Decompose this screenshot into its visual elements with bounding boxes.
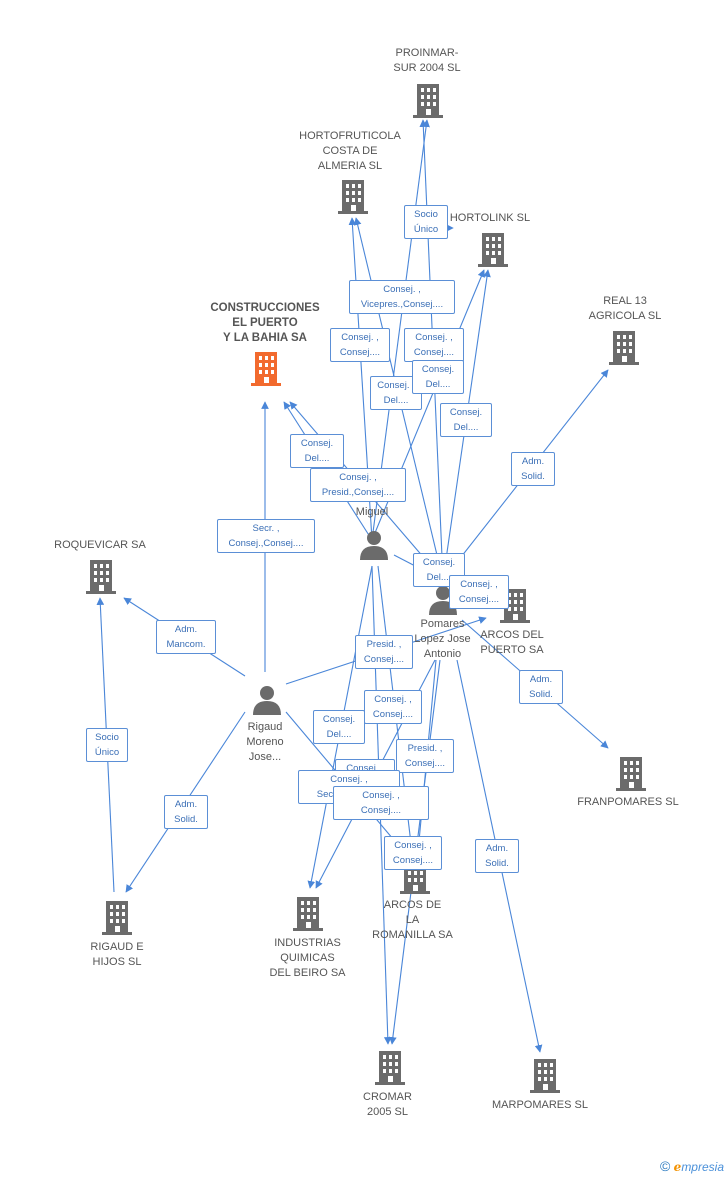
relation-label[interactable]: Adm. Solid. — [519, 670, 563, 704]
relation-label[interactable]: Adm. Solid. — [475, 839, 519, 873]
building-icon[interactable] — [413, 84, 443, 118]
company-arcos-puerto[interactable]: ARCOS DEL PUERTO SA — [480, 629, 544, 656]
company-proinmar[interactable]: PROINMAR- SUR 2004 SL — [393, 47, 461, 74]
company-roquevicar[interactable]: ROQUEVICAR SA — [54, 539, 146, 551]
relation-label[interactable]: Consej. , Consej.... — [330, 328, 390, 362]
company-rigaud-hijos[interactable]: RIGAUD E HIJOS SL — [90, 941, 144, 968]
relation-label[interactable]: Adm. Solid. — [164, 795, 208, 829]
relation-label[interactable]: Adm. Mancom. — [156, 620, 216, 654]
company-marpomares[interactable]: MARPOMARES SL — [492, 1099, 588, 1111]
relation-label[interactable]: Socio Único — [86, 728, 128, 762]
company-franpomares[interactable]: FRANPOMARES SL — [577, 796, 679, 808]
company-arcos-romanilla[interactable]: ARCOS DE LA ROMANILLA SA — [372, 899, 453, 941]
relation-label[interactable]: Presid. , Consej.... — [355, 635, 413, 669]
building-icon[interactable] — [86, 560, 116, 594]
company-cromar[interactable]: CROMAR 2005 SL — [363, 1091, 412, 1118]
building-icon-highlighted[interactable] — [251, 352, 281, 386]
relation-label[interactable]: Consej. Del.... — [440, 403, 492, 437]
building-icon[interactable] — [102, 901, 132, 935]
building-icon[interactable] — [338, 180, 368, 214]
company-hortolink[interactable]: HORTOLINK SL — [449, 212, 531, 224]
building-icon[interactable] — [500, 589, 530, 623]
company-real13[interactable]: REAL 13 AGRICOLA SL — [588, 295, 662, 322]
relation-label[interactable]: Consej. , Consej.... — [449, 575, 509, 609]
company-construcciones[interactable]: CONSTRUCCIONES EL PUERTO Y LA BAHIA SA — [210, 302, 320, 344]
brand-logo-initial: e — [673, 1160, 682, 1174]
person-rigaud-label[interactable]: Rigaud Moreno Jose... — [246, 721, 284, 763]
relation-label[interactable]: Consej. Del.... — [413, 553, 465, 587]
relation-label[interactable]: Consej. , Consej.... — [384, 836, 442, 870]
person-pomares-label[interactable]: Pomares Lopez Jose Antonio — [414, 618, 471, 660]
relation-label[interactable]: Socio Único — [404, 205, 448, 239]
brand-footer[interactable]: © empresia — [660, 1158, 724, 1174]
building-icon[interactable] — [616, 757, 646, 791]
relation-label[interactable]: Consej. Del.... — [313, 710, 365, 744]
relation-label[interactable]: Consej. Del.... — [412, 360, 464, 394]
copyright-icon: © — [660, 1158, 671, 1174]
building-icon[interactable] — [375, 1051, 405, 1085]
building-icon[interactable] — [530, 1059, 560, 1093]
person-icon[interactable] — [360, 530, 388, 560]
relation-label[interactable]: Secr. , Consej.,Consej.... — [217, 519, 315, 553]
person-icon[interactable] — [253, 685, 281, 715]
relation-label[interactable]: Adm. Solid. — [511, 452, 555, 486]
relation-label[interactable]: Consej. Del.... — [290, 434, 344, 468]
relation-label[interactable]: Consej. , Vicepres.,Consej.... — [349, 280, 455, 314]
relation-label[interactable]: Consej. , Consej.... — [364, 690, 422, 724]
company-hortofruticola[interactable]: HORTOFRUTICOLA COSTA DE ALMERIA SL — [299, 130, 401, 172]
relation-label[interactable]: Consej. , Presid.,Consej.... — [310, 468, 406, 502]
relation-label[interactable]: Presid. , Consej.... — [396, 739, 454, 773]
building-icon[interactable] — [478, 233, 508, 267]
person-miguel-label[interactable]: Miguel — [355, 506, 389, 518]
relation-label[interactable]: Consej. , Consej.... — [333, 786, 429, 820]
relation-label[interactable]: Consej. , Consej.... — [404, 328, 464, 362]
building-icon[interactable] — [293, 897, 323, 931]
brand-name: mpresia — [681, 1160, 724, 1174]
building-icon[interactable] — [609, 331, 639, 365]
company-industrias[interactable]: INDUSTRIAS QUIMICAS DEL BEIRO SA — [269, 937, 346, 979]
